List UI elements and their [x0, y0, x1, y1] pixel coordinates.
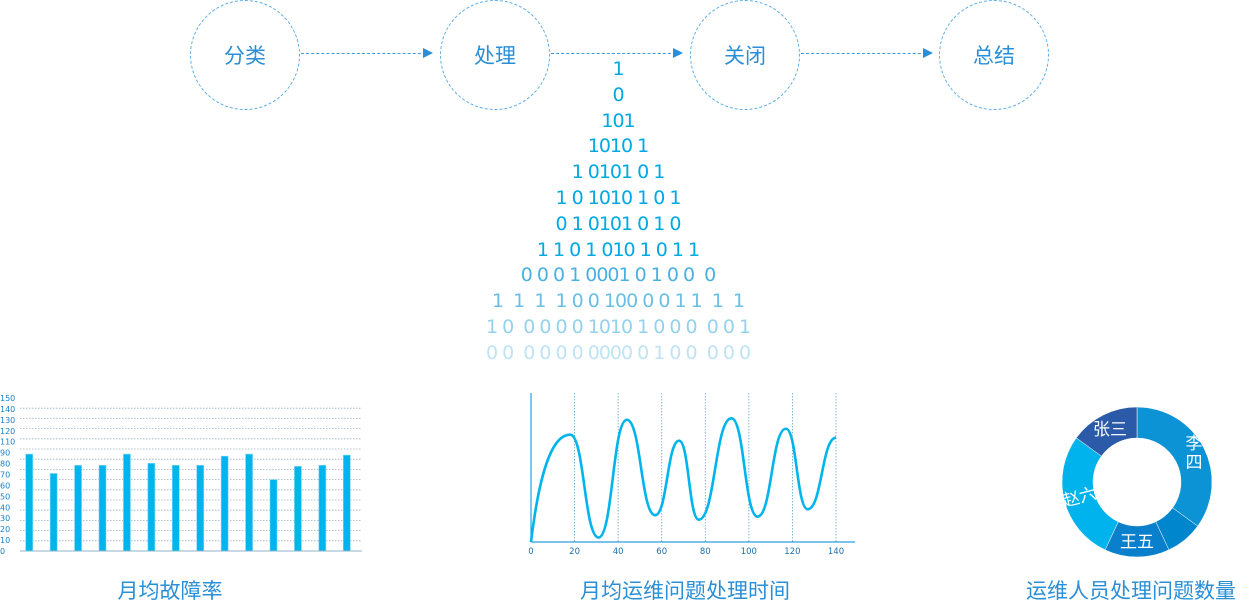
binary-row: 0 0 0 0 0 0 0000 0 1 0 0 0 0 0: [485, 341, 751, 364]
donut-chart-title: 运维人员处理问题数量: [1026, 579, 1236, 602]
x-tick-label: 120: [784, 547, 800, 557]
y-tick-label: 50: [0, 492, 10, 501]
y-tick-label: 130: [0, 416, 15, 425]
step-classify: 分类: [190, 0, 300, 110]
binary-row: 1 0 0 0 0 0 1010 1 0 0 0 0 0 1: [485, 316, 751, 338]
x-tick-label: 40: [613, 547, 624, 557]
bar: [318, 465, 327, 552]
bar: [25, 453, 34, 552]
x-tick-label: 0: [528, 547, 533, 557]
binary-row: 1: [612, 58, 624, 80]
bar: [74, 465, 82, 552]
y-tick-label: 60: [0, 481, 10, 490]
bar: [269, 479, 278, 552]
step-summary: 总结: [939, 0, 1049, 110]
binary-row: 1010 1: [587, 135, 649, 158]
y-tick-label: 90: [0, 449, 10, 458]
series-line: [529, 417, 837, 543]
binary-row: 1 1 0 1 010 1 0 1 1: [536, 238, 700, 261]
x-tick-label: 60: [656, 547, 667, 557]
y-tick-label: 30: [0, 514, 10, 523]
y-tick-label: 80: [0, 460, 10, 469]
x-tick-label: 80: [700, 547, 711, 557]
x-tick-label: 140: [828, 547, 844, 557]
x-tick-label: 20: [569, 547, 580, 557]
bar: [220, 455, 229, 552]
y-tick-label: 70: [0, 471, 10, 480]
bar: [196, 465, 205, 552]
flow-arrow: [551, 48, 683, 58]
flow-arrow: [801, 48, 933, 58]
binary-row: 101: [601, 109, 635, 132]
flow-arrow: [301, 48, 433, 58]
x-tick-label: 100: [741, 547, 757, 557]
bar-chart-title: 月均故障率: [117, 579, 223, 602]
binary-row: 1 0 1010 1 0 1: [555, 187, 682, 209]
bar: [49, 473, 58, 552]
bar: [245, 453, 253, 552]
y-tick-label: 20: [0, 525, 10, 534]
line-chart: 0 20 40 60 80 100 120 140: [528, 393, 855, 557]
step-process: 处理: [440, 0, 550, 110]
y-tick-label: 10: [0, 536, 10, 545]
binary-row: 0: [612, 83, 624, 106]
donut-slice: [1136, 406, 1213, 527]
y-tick-label: 110: [0, 438, 15, 447]
bar: [294, 466, 302, 552]
bar: [123, 453, 131, 552]
step-close: 关闭: [690, 0, 800, 110]
line-chart-title: 月均运维问题处理时间: [580, 579, 790, 602]
y-tick-label: 40: [0, 503, 10, 512]
y-tick-label: 140: [0, 405, 15, 414]
bar: [147, 462, 156, 552]
y-tick-label: 150: [0, 394, 15, 403]
binary-row: 0 1 0101 0 1 0: [555, 212, 682, 235]
binary-row: 1 1 1 1 0 0 100 0 0 1 1 1 1: [492, 290, 745, 313]
bar: [98, 465, 107, 552]
binary-row: 1 0101 0 1: [571, 161, 666, 184]
slice-label: 张三: [1093, 420, 1127, 440]
slice-label: 四: [1186, 453, 1203, 473]
slice-label: 李: [1186, 434, 1203, 454]
bar: [171, 465, 180, 552]
binary-row: 0 0 0 1 0001 0 1 0 0 0: [520, 264, 717, 287]
slice-label: 王五: [1120, 533, 1154, 553]
donut-slice: [1075, 406, 1138, 457]
bar: [342, 454, 351, 552]
y-tick-label: 120: [0, 427, 15, 436]
y-tick-label: 0: [0, 547, 5, 556]
